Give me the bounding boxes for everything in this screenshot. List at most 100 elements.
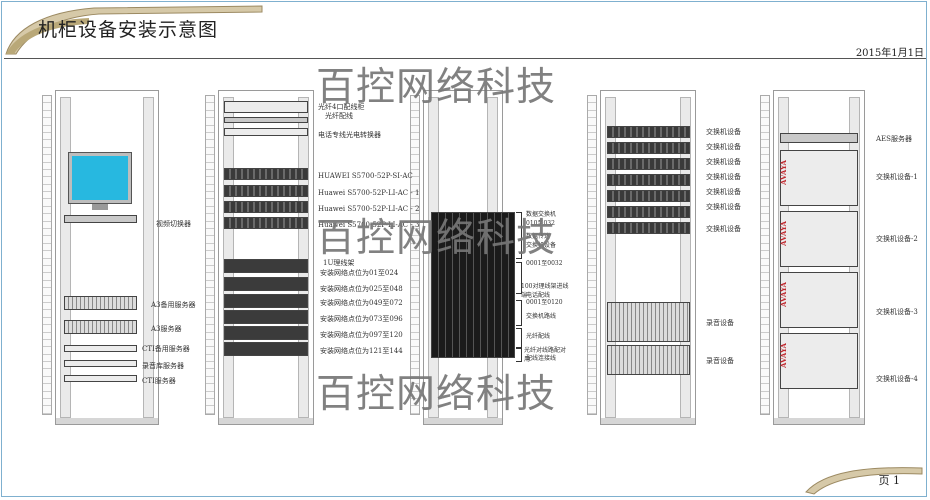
u-ruler: [410, 95, 420, 415]
rack2-label: 电话专线光电转换器: [318, 131, 381, 139]
patch-panel: [224, 326, 308, 340]
aes-server: [780, 133, 858, 143]
rack5-label: 交换机设备-1: [876, 173, 918, 181]
title-swoosh: [5, 5, 263, 55]
rack1-label: A3备用服务器: [151, 301, 196, 309]
u-ruler: [760, 95, 770, 415]
rack3-label: 100对理线架进线端: [521, 283, 569, 299]
rack2-label: 安装网络点位为073至096: [320, 315, 403, 323]
rack3-label: 配线连接线: [526, 355, 557, 362]
rack1-label: A3服务器: [151, 325, 182, 333]
rack2-label: 安装网络点位为097至120: [320, 331, 403, 339]
rack-1: [55, 90, 159, 425]
rack3-label: 交换机路线: [526, 313, 557, 320]
bracket: [516, 262, 522, 294]
header-rule: [4, 58, 926, 59]
avaya-logo: AVAYA: [778, 160, 788, 185]
rack5-label: 交换机设备-4: [876, 375, 918, 383]
rack2-label: 1U理线架: [323, 259, 355, 267]
rack5-label: 交换机设备-2: [876, 235, 918, 243]
rack4-label: 录音设备: [706, 357, 734, 365]
rack5-label: 交换机设备-3: [876, 308, 918, 316]
rack3-label: 0001至0032: [526, 260, 563, 267]
rack4-label: 交换机设备: [706, 225, 741, 233]
watermark-text: 百控网络科技: [316, 372, 557, 417]
fiber-panel: [224, 101, 308, 113]
rack3-label: 光纤对线路配对用: [524, 347, 567, 363]
rack1-label: 录音库服务器: [142, 362, 184, 370]
patch-panel: [224, 277, 308, 291]
recording-device: [607, 302, 690, 342]
rack2-label: Huawei S5700-52P-LI-AC - 1: [318, 189, 420, 197]
exchange-device: [607, 206, 690, 218]
rack4-label: 交换机设备: [706, 143, 741, 151]
rack2-label: Huawei S5700-52P-LI-AC - 3: [318, 221, 420, 229]
rack3-label: 电话配线: [526, 292, 551, 299]
u-ruler: [42, 95, 52, 415]
exchange-device: [607, 158, 690, 170]
switch-device: [224, 185, 308, 197]
server-unit: [64, 345, 137, 352]
avaya-logo: AVAYA: [778, 282, 788, 307]
rack-2: [218, 90, 314, 425]
exchange-device: [607, 222, 690, 234]
patch-panel: [224, 342, 308, 356]
switch-device: [224, 217, 308, 229]
patch-panel: [224, 259, 308, 273]
avaya-chassis: [780, 150, 858, 206]
u-ruler: [205, 95, 215, 415]
monitor-icon: [68, 152, 132, 210]
bracket: [516, 300, 522, 326]
exchange-device: [607, 190, 690, 202]
avaya-logo: AVAYA: [778, 221, 788, 246]
page-number: 页 1: [878, 474, 901, 487]
rack2-label: 光纤配线: [325, 112, 353, 120]
exchange-device: [607, 142, 690, 154]
rack1-label: CTI备用服务器: [142, 345, 190, 353]
patch-panel: [224, 294, 308, 308]
page-title: 机柜设备安装示意图: [38, 19, 219, 41]
rack2-label: 安装网络点位为049至072: [320, 299, 403, 307]
recording-device: [607, 345, 690, 375]
exchange-device: [607, 174, 690, 186]
rack1-label: 视频切换器: [156, 220, 191, 228]
rack3-label: 0001至0120: [526, 299, 563, 306]
footer-swoosh: [805, 467, 923, 495]
rack3-label: 光纤配线: [526, 333, 551, 340]
switch-device: [224, 168, 308, 180]
kvm-device: [64, 215, 137, 223]
rack2-label: HUAWEI S5700-52P-SI-AC: [318, 172, 413, 180]
avaya-chassis: [780, 333, 858, 389]
server-unit: [64, 296, 137, 310]
watermark-text: 百控网络科技: [316, 216, 557, 261]
rack4-label: 交换机设备: [706, 203, 741, 211]
avaya-chassis: [780, 211, 858, 267]
rack5-label: AES服务器: [876, 135, 912, 143]
fiber-device: [224, 117, 308, 123]
switch-device: [224, 201, 308, 213]
date-label: 2015年1月1日: [855, 48, 924, 59]
avaya-logo: AVAYA: [778, 343, 788, 368]
rack4-label: 交换机设备: [706, 158, 741, 166]
bracket: [516, 328, 522, 348]
rack1-label: CTI服务器: [142, 377, 176, 385]
server-unit: [64, 320, 137, 334]
rack2-label: 安装网络点位为025至048: [320, 285, 403, 293]
rack3-label: 交换机设备: [526, 242, 557, 249]
exchange-device: [607, 126, 690, 138]
dense-patch-block: [431, 212, 515, 358]
rack4-label: 录音设备: [706, 319, 734, 327]
u-ruler: [587, 95, 597, 415]
rack2-label: 安装网络点位为121至144: [320, 347, 403, 355]
rack3-label: 数据交换机: [526, 211, 557, 218]
server-unit: [64, 375, 137, 382]
rack4-label: 交换机设备: [706, 188, 741, 196]
rack4-label: 交换机设备: [706, 173, 741, 181]
converter-device: [224, 128, 308, 136]
avaya-chassis: [780, 272, 858, 328]
patch-panel: [224, 310, 308, 324]
server-unit: [64, 360, 137, 367]
rack2-label: 安装网络点位为01至024: [320, 269, 399, 277]
rack4-label: 交换机设备: [706, 128, 741, 136]
